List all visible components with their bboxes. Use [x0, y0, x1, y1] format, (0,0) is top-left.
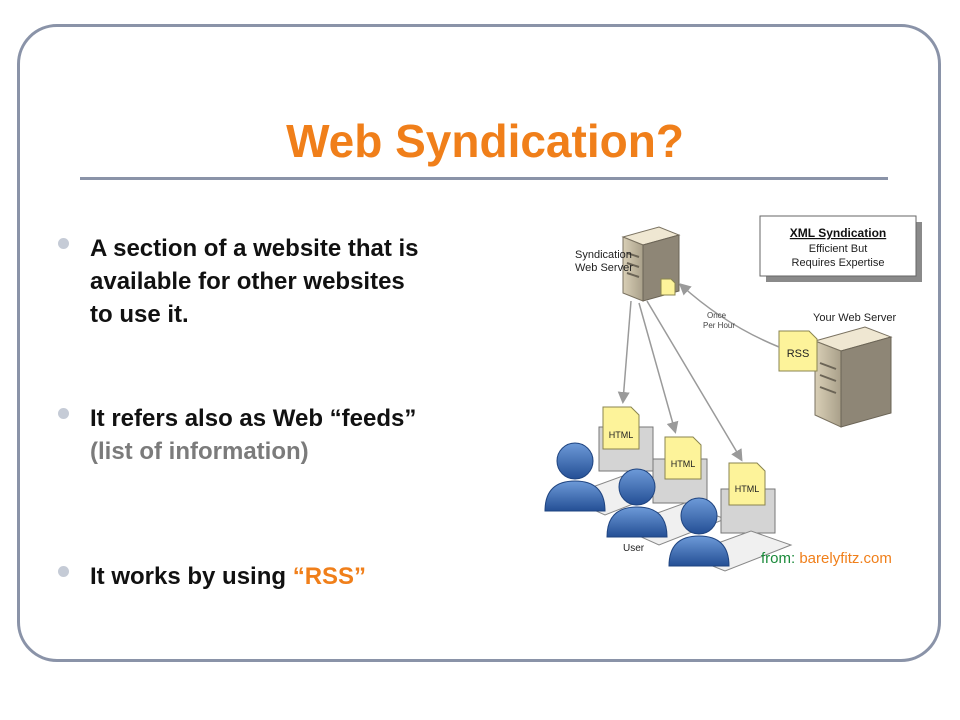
user-icon [544, 442, 606, 512]
bullet-line: It works by using [90, 563, 293, 590]
rss-doc-icon: RSS [778, 330, 818, 372]
credit-text: from: barelyfitz.com [761, 550, 892, 567]
xml-box-line: Requires Expertise [792, 257, 885, 269]
html-doc-label: HTML [671, 459, 696, 469]
your-server-label: Your Web Server [813, 312, 896, 324]
bullet-text: It works by using “RSS” [90, 560, 366, 593]
syndication-diagram: Syndication Web Server XML Syndication E… [544, 215, 922, 572]
syndication-server-label: Syndication Web Server [575, 249, 635, 274]
user-label: User [623, 543, 645, 554]
update-arrow [678, 282, 780, 348]
bullet-line: A section of a website that is [90, 235, 419, 262]
distribution-arrow [617, 300, 632, 404]
bullet-line: to use it. [90, 301, 189, 328]
bullet-text: A section of a website that is available… [90, 232, 419, 331]
bullet-line: It refers also as Web “feeds” [90, 405, 417, 432]
user-icon [668, 497, 730, 567]
html-doc-icon: HTML [664, 436, 702, 480]
syndication-doc-icon [660, 278, 676, 296]
rss-doc-label: RSS [787, 348, 810, 360]
html-doc-icon: HTML [728, 462, 766, 506]
html-doc-label: HTML [609, 430, 634, 440]
html-doc-label: HTML [735, 484, 760, 494]
xml-syndication-box: XML Syndication Efficient But Requires E… [759, 215, 922, 282]
rss-highlight: “RSS” [292, 563, 367, 590]
bullet-line: available for other websites [90, 268, 405, 295]
bullet-dot [58, 408, 69, 419]
bullet-line-secondary: (list of information) [90, 438, 309, 465]
xml-box-line: Efficient But [809, 243, 868, 255]
slide-title: Web Syndication? [286, 115, 684, 167]
html-doc-icon: HTML [602, 406, 640, 450]
bullet-dot [58, 238, 69, 249]
user-icon [606, 468, 668, 538]
title-divider [80, 177, 888, 180]
bullet-text: It refers also as Web “feeds” (list of i… [90, 402, 416, 468]
once-per-hour-label: Once Per Hour [703, 311, 735, 330]
xml-box-heading: XML Syndication [790, 226, 886, 240]
your-server-icon [813, 326, 893, 428]
bullet-dot [58, 566, 69, 577]
distribution-arrow [646, 300, 743, 462]
distribution-arrow [638, 302, 679, 434]
